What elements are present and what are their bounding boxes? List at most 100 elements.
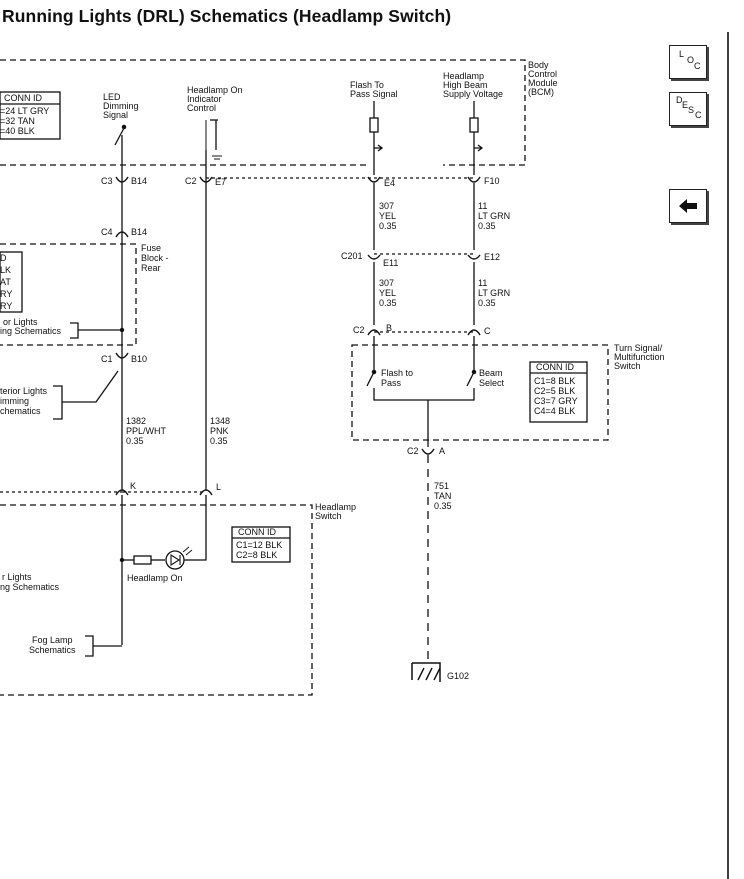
- connector-label: B14: [131, 227, 147, 237]
- svg-text:Headlamp On: Headlamp On: [127, 573, 183, 583]
- svg-text:C2=8 BLK: C2=8 BLK: [236, 550, 277, 560]
- fuse-block-label: Fuse Block - Rear: [141, 243, 169, 273]
- svg-text:RY: RY: [0, 289, 12, 299]
- fuse-conn-table: D LK AT RY RY: [0, 253, 12, 311]
- svg-text:Module: Module: [528, 78, 558, 88]
- svg-text:=24 LT GRY: =24 LT GRY: [0, 106, 49, 116]
- connector-label: E12: [484, 252, 500, 262]
- svg-text:=32 TAN: =32 TAN: [0, 116, 35, 126]
- wire-label-307-lower: 307 YEL 0.35: [379, 278, 397, 308]
- svg-text:D: D: [0, 253, 7, 263]
- svg-text:1348: 1348: [210, 416, 230, 426]
- svg-text:C4=4 BLK: C4=4 BLK: [534, 406, 575, 416]
- svg-text:11: 11: [478, 201, 487, 211]
- led-dimming-signal-label: LED Dimming Signal: [103, 92, 139, 120]
- svg-text:Headlamp: Headlamp: [315, 502, 356, 512]
- connector-label: K: [130, 481, 136, 491]
- svg-text:(BCM): (BCM): [528, 87, 554, 97]
- svg-text:C1=8 BLK: C1=8 BLK: [534, 376, 575, 386]
- connector-label: C2: [185, 176, 197, 186]
- svg-text:YEL: YEL: [379, 288, 396, 298]
- ground-label: G102: [447, 671, 469, 681]
- svg-text:0.35: 0.35: [434, 501, 452, 511]
- svg-text:CONN ID: CONN ID: [4, 93, 43, 103]
- svg-text:chematics: chematics: [0, 406, 41, 416]
- svg-text:Flash To: Flash To: [350, 80, 384, 90]
- desc-button[interactable]: D E S C: [669, 92, 707, 126]
- connector-label: E4: [384, 178, 395, 188]
- desc-letter-e: E: [682, 100, 689, 110]
- connector-label: C3: [101, 176, 113, 186]
- svg-text:Headlamp On: Headlamp On: [187, 85, 243, 95]
- svg-text:Control: Control: [187, 103, 216, 113]
- svg-text:LT GRN: LT GRN: [478, 288, 510, 298]
- svg-text:LED: LED: [103, 92, 121, 102]
- svg-text:r Lights: r Lights: [2, 572, 32, 582]
- wire-label-11-lower: 11 LT GRN 0.35: [478, 278, 510, 308]
- svg-text:C3=7 GRY: C3=7 GRY: [534, 396, 578, 406]
- turn-signal-switch: Turn Signal/ Multifunction Switch Flash …: [381, 343, 665, 416]
- fog-lamp-ref: Fog Lamp Schematics: [29, 635, 76, 655]
- svg-text:751: 751: [434, 481, 449, 491]
- svg-text:YEL: YEL: [379, 211, 396, 221]
- svg-text:Dimming: Dimming: [103, 101, 139, 111]
- svg-text:PNK: PNK: [210, 426, 229, 436]
- connector-label: A: [439, 446, 445, 456]
- svg-text:Pass: Pass: [381, 378, 402, 388]
- svg-text:Supply Voltage: Supply Voltage: [443, 89, 503, 99]
- svg-text:C2=5 BLK: C2=5 BLK: [534, 386, 575, 396]
- svg-text:ng Schematics: ng Schematics: [0, 582, 60, 592]
- svg-text:Fog Lamp: Fog Lamp: [32, 635, 73, 645]
- arrow-left-icon: [679, 199, 697, 213]
- bcm-box: [0, 59, 526, 166]
- svg-text:1382: 1382: [126, 416, 146, 426]
- connector-label: C2: [353, 325, 365, 335]
- svg-text:Rear: Rear: [141, 263, 161, 273]
- svg-text:C1=12 BLK: C1=12 BLK: [236, 540, 282, 550]
- connector-label: L: [216, 482, 221, 492]
- connector-label: F10: [484, 176, 500, 186]
- high-beam-supply-label: Headlamp High Beam Supply Voltage: [443, 71, 503, 99]
- headlamp-switch: Headlamp Switch CONN ID C1=12 BLK C2=8 B…: [127, 502, 356, 583]
- bcm-conn-table: CONN ID =24 LT GRY =32 TAN =40 BLK: [0, 93, 49, 136]
- svg-text:Beam: Beam: [479, 368, 503, 378]
- connector-label: C201: [341, 251, 363, 261]
- wire-label-11-upper: 11 LT GRN 0.35: [478, 201, 510, 231]
- svg-text:Multifunction: Multifunction: [614, 352, 665, 362]
- svg-text:0.35: 0.35: [478, 298, 496, 308]
- svg-text:0.35: 0.35: [379, 221, 397, 231]
- svg-text:Pass Signal: Pass Signal: [350, 89, 398, 99]
- flash-to-pass-signal-label: Flash To Pass Signal: [350, 80, 398, 99]
- back-button[interactable]: [669, 189, 707, 223]
- svg-text:Headlamp: Headlamp: [443, 71, 484, 81]
- svg-text:LK: LK: [0, 265, 11, 275]
- svg-text:0.35: 0.35: [379, 298, 397, 308]
- svg-text:Flash to: Flash to: [381, 368, 413, 378]
- svg-text:Block -: Block -: [141, 253, 169, 263]
- svg-text:Fuse: Fuse: [141, 243, 161, 253]
- svg-text:CONN ID: CONN ID: [536, 362, 575, 372]
- loc-button[interactable]: L O C: [669, 45, 707, 79]
- desc-letter-c: C: [695, 110, 702, 120]
- svg-text:Signal: Signal: [103, 110, 128, 120]
- svg-text:307: 307: [379, 201, 394, 211]
- connector-label: E11: [383, 258, 398, 268]
- svg-text:Control: Control: [528, 69, 557, 79]
- svg-text:or Lights: or Lights: [3, 317, 38, 327]
- svg-text:AT: AT: [0, 277, 11, 287]
- page-title: Running Lights (DRL) Schematics (Headlam…: [2, 6, 452, 26]
- svg-text:=40 BLK: =40 BLK: [0, 126, 35, 136]
- svg-text:0.35: 0.35: [478, 221, 496, 231]
- connector-label: C: [484, 326, 491, 336]
- svg-text:CONN ID: CONN ID: [238, 527, 277, 537]
- wire-label-307-upper: 307 YEL 0.35: [379, 201, 397, 231]
- svg-text:TAN: TAN: [434, 491, 451, 501]
- wire-label-751: 751 TAN 0.35: [434, 481, 452, 511]
- connector-label: E7: [215, 177, 226, 187]
- svg-text:0.35: 0.35: [126, 436, 144, 446]
- connector-label: B: [386, 323, 392, 333]
- svg-text:terior Lights: terior Lights: [0, 386, 48, 396]
- connector-label: B14: [131, 176, 147, 186]
- interior-dimming-ref: terior Lights imming chematics: [0, 386, 48, 416]
